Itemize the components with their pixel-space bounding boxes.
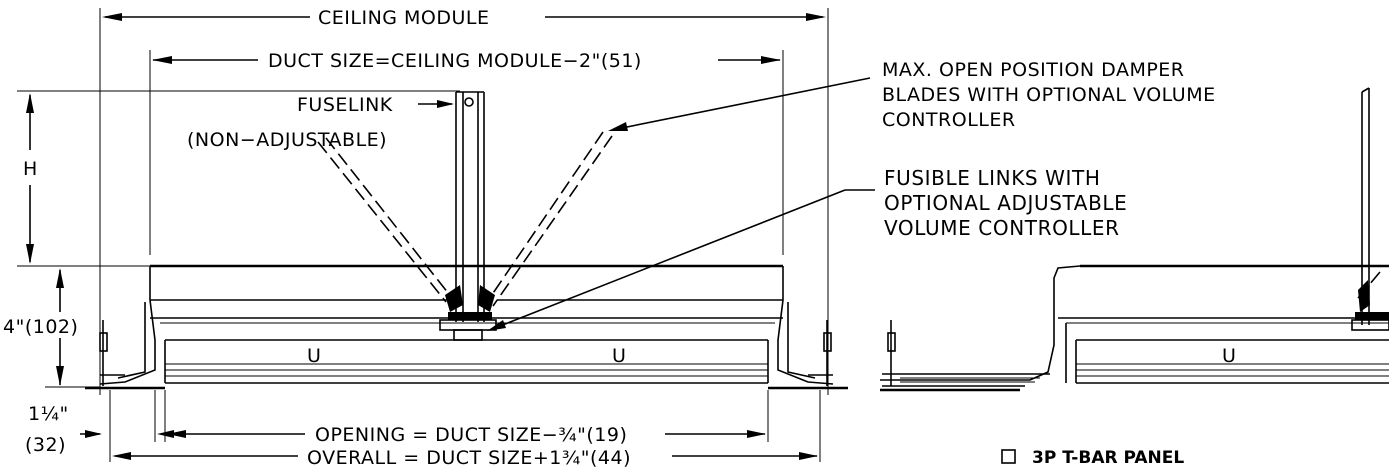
- blade-marker-right: U: [612, 345, 626, 367]
- max-open-leader: [608, 77, 871, 131]
- fusible-links-label-line2: OPTIONAL ADJUSTABLE: [884, 191, 1127, 215]
- height-label: H: [23, 158, 38, 180]
- max-open-label-line1: MAX. OPEN POSITION DAMPER: [882, 59, 1185, 81]
- opening-label: OPENING = DUCT SIZE−¾"(19): [315, 424, 627, 446]
- fusible-links-label-line1: FUSIBLE LINKS WITH: [884, 166, 1101, 190]
- tbar-panel-section: [880, 87, 1389, 392]
- depth-label: 4"(102): [3, 316, 78, 338]
- overall-dimension: [109, 390, 821, 462]
- ceiling-module-label: CEILING MODULE: [318, 7, 490, 29]
- fusible-links-leader: [487, 189, 875, 331]
- ceiling-module-dimension: [99, 8, 829, 395]
- flange-label-line2: (32): [25, 434, 66, 456]
- fusible-links-label-line3: VOLUME CONTROLLER: [884, 216, 1120, 240]
- damper-assembly: U U: [85, 91, 848, 390]
- max-open-label-line2: BLADES WITH OPTIONAL VOLUME: [882, 84, 1216, 106]
- fuselink-label: FUSELINK: [297, 94, 393, 116]
- overall-label: OVERALL = DUCT SIZE+1¾"(44): [307, 447, 631, 469]
- non-adjustable-label: (NON−ADJUSTABLE): [187, 129, 387, 151]
- fuselink-leader: [418, 100, 454, 108]
- blade-marker-left: U: [307, 345, 321, 367]
- panel-checkbox: [1001, 449, 1016, 464]
- duct-size-label: DUCT SIZE=CEILING MODULE−2"(51): [268, 50, 642, 72]
- height-dimension: [17, 90, 460, 264]
- duct-size-dimension: [149, 50, 784, 255]
- opening-dimension: [164, 390, 769, 442]
- panel-label: 3P T-BAR PANEL: [1032, 448, 1184, 468]
- tbar-blade-marker: U: [1222, 345, 1236, 367]
- flange-label-line1: 1¼": [28, 403, 69, 425]
- max-open-label-line3: CONTROLLER: [882, 109, 1016, 131]
